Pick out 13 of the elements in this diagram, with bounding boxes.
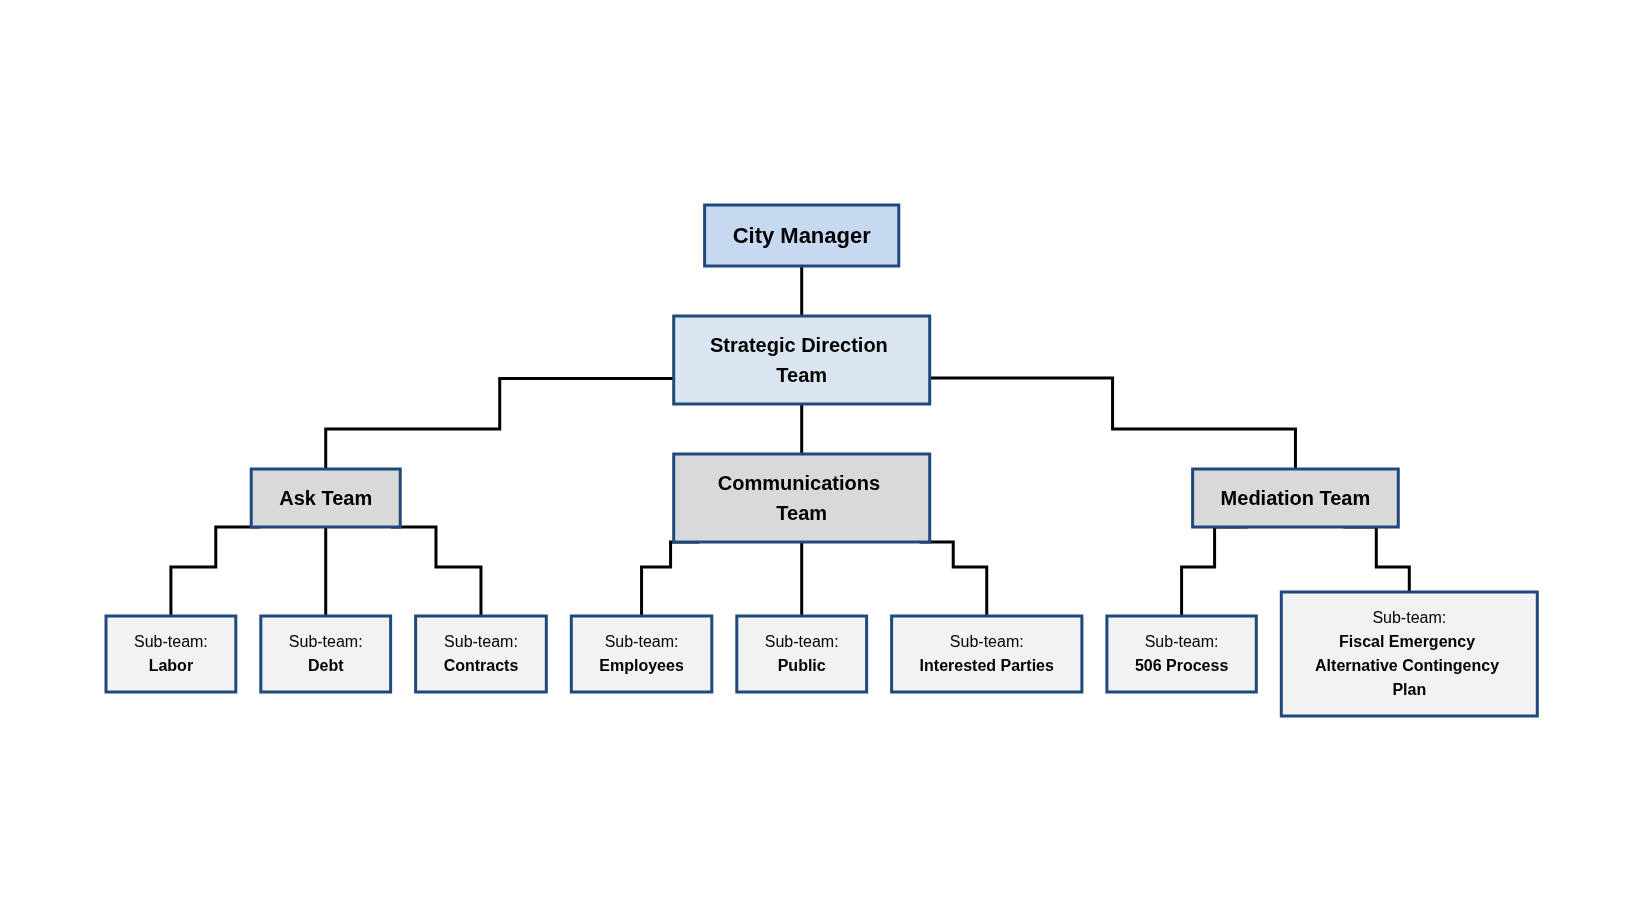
node-box: Ask Team xyxy=(250,467,403,529)
node-box: Sub-team: Employees xyxy=(570,614,714,694)
node-box: Sub-team: Contracts xyxy=(414,614,549,694)
node-box: Sub-team: Labor xyxy=(104,614,238,694)
node-box: Strategic Direction Team xyxy=(672,314,932,406)
node-box: Sub-team: Public xyxy=(735,614,869,694)
node-box: Communications Team xyxy=(672,452,932,544)
node-box: Sub-team: Debt xyxy=(259,614,393,694)
node-box: Mediation Team xyxy=(1191,467,1401,529)
node-box: City Manager xyxy=(703,203,901,268)
node-box: Sub-team: 506 Process xyxy=(1105,614,1259,694)
node-box: Sub-team: Fiscal Emergency Alternative Contingency Plan xyxy=(1280,590,1540,718)
node-box: Sub-team: Interested Parties xyxy=(890,614,1084,694)
